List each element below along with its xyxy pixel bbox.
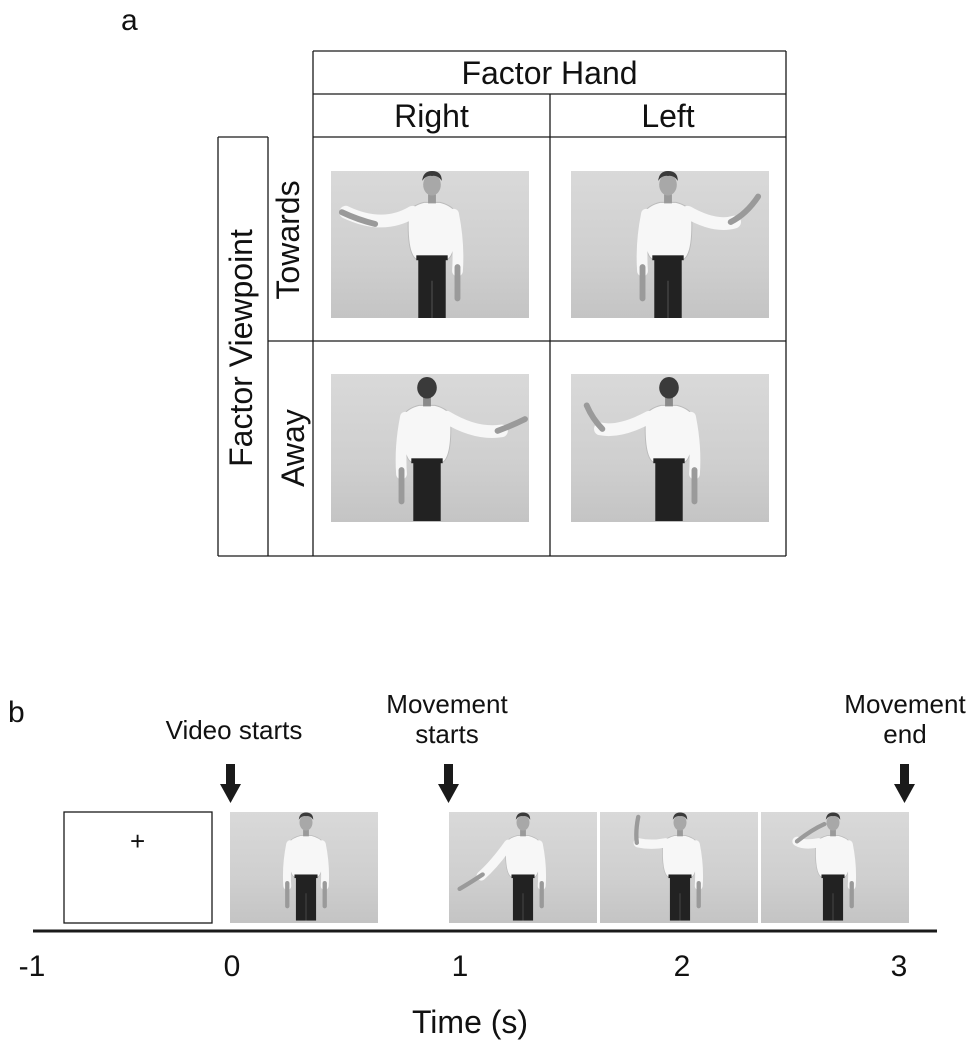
column-factor-title: Factor Hand: [461, 55, 638, 91]
frame-movement-early: [449, 812, 597, 923]
arrow-down-icon: [438, 764, 459, 803]
photo-towards-right: [331, 171, 529, 318]
arrow-down-icon: [894, 764, 915, 803]
frame-movement-mid: [600, 812, 758, 923]
tick-label: 2: [673, 950, 691, 983]
factor-table-grid: [217, 50, 787, 557]
event-label-video-starts-line: Video starts: [165, 715, 303, 745]
fixation-cross: +: [130, 826, 146, 856]
event-label-movement-end-line1: Movement: [844, 689, 966, 719]
event-label-movement-end: Movement end: [805, 689, 975, 750]
tick-label: -1: [18, 950, 46, 983]
time-axis-title: Time (s): [411, 1004, 529, 1040]
event-label-movement-starts-line2: starts: [415, 718, 479, 749]
fixation-screen: [63, 811, 213, 924]
panel-b-label: b: [8, 696, 25, 729]
event-label-video-starts: Video starts: [134, 715, 334, 746]
column-level-right: Right: [394, 98, 469, 134]
frame-movement-end: [761, 812, 909, 923]
tick-label: 0: [223, 950, 241, 983]
panel-a-label: a: [121, 4, 138, 37]
arrow-down-icon: [220, 764, 241, 803]
column-level-left: Left: [641, 98, 695, 134]
photo-away-left: [571, 374, 769, 522]
tick-label: 3: [890, 950, 908, 983]
event-label-movement-starts-line1: Movement: [386, 689, 508, 719]
event-label-movement-starts: Movement starts: [347, 689, 547, 750]
photo-towards-left: [571, 171, 769, 318]
photo-away-right: [331, 374, 529, 522]
event-label-movement-end-line2: end: [883, 718, 927, 749]
tick-label: 1: [451, 950, 469, 983]
frame-video-start: [230, 812, 378, 923]
